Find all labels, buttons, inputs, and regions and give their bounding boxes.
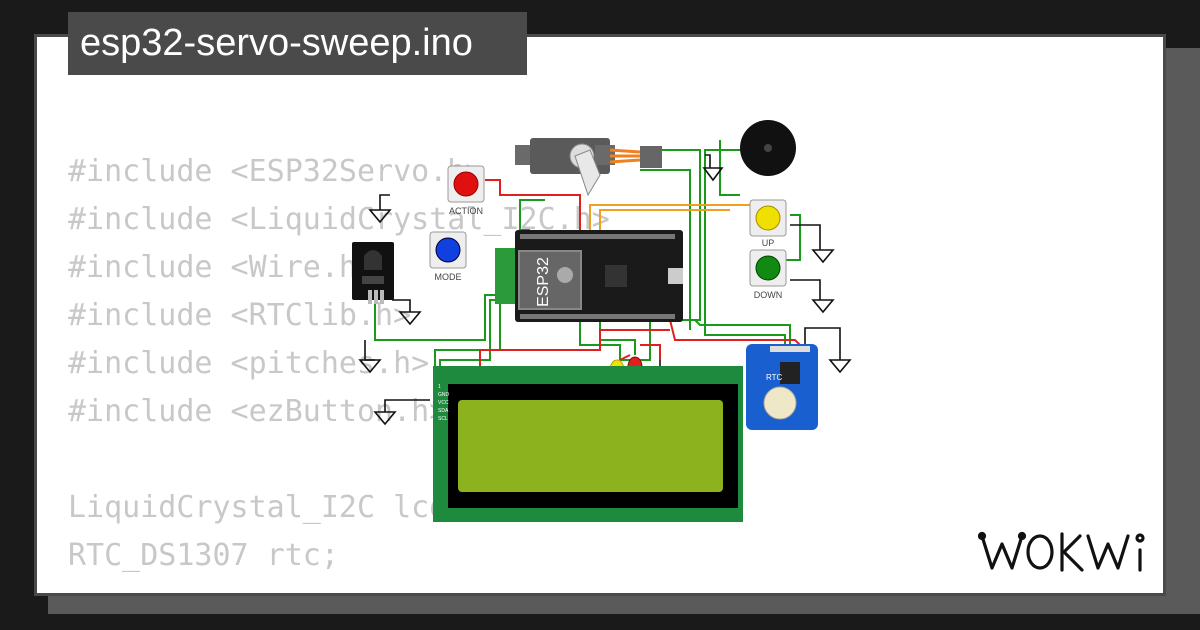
lcd-display[interactable]: 1 GND VCC SDA SCL <box>433 366 743 522</box>
button-down[interactable]: DOWN <box>749 249 787 300</box>
button-mode[interactable]: MODE <box>429 231 467 282</box>
button-down-cap[interactable] <box>755 255 781 281</box>
buzzer[interactable] <box>740 120 796 176</box>
button-up-label: UP <box>762 238 775 248</box>
button-action-cap[interactable] <box>453 171 479 197</box>
button-action[interactable]: ACTION <box>447 165 485 216</box>
lcd-pin-scl: SCL <box>438 416 448 422</box>
esp32-board[interactable]: ESP32 <box>495 230 683 322</box>
code-line: #include <LiquidCrystal_I2C.h> <box>68 202 610 237</box>
esp32-pins <box>520 234 675 319</box>
button-up-cap[interactable] <box>755 205 781 231</box>
code-line: #include <ESP32Servo.h> <box>68 154 484 189</box>
button-mode-label: MODE <box>435 272 462 282</box>
button-up[interactable]: UP <box>749 199 787 248</box>
code-preview: #include <ESP32Servo.h> #include <LiquidC… <box>68 148 700 580</box>
code-line: RTC_DS1307 rtc; <box>68 538 339 573</box>
esp32-label: ESP32 <box>535 257 552 307</box>
servo-motor[interactable] <box>515 138 662 197</box>
code-line: #include <ezButton.h> <box>68 394 448 429</box>
code-line: #include <Wire.h> <box>68 250 376 285</box>
lcd-pin-1: 1 <box>438 384 441 390</box>
wokwi-logo <box>978 531 1145 572</box>
lcd-pin-gnd: GND <box>438 392 450 398</box>
rtc-module[interactable]: RTC <box>746 344 818 430</box>
button-mode-cap[interactable] <box>435 237 461 263</box>
rtc-label: RTC <box>766 373 783 382</box>
lcd-pin-vcc: VCC <box>438 400 449 406</box>
sketch-title: esp32-servo-sweep.ino <box>68 12 527 75</box>
button-action-label: ACTION <box>449 206 483 216</box>
code-line: #include <pitches.h> <box>68 346 430 381</box>
ir-receiver[interactable] <box>352 242 394 304</box>
button-down-label: DOWN <box>754 290 783 300</box>
lcd-pin-sda: SDA <box>438 408 449 414</box>
